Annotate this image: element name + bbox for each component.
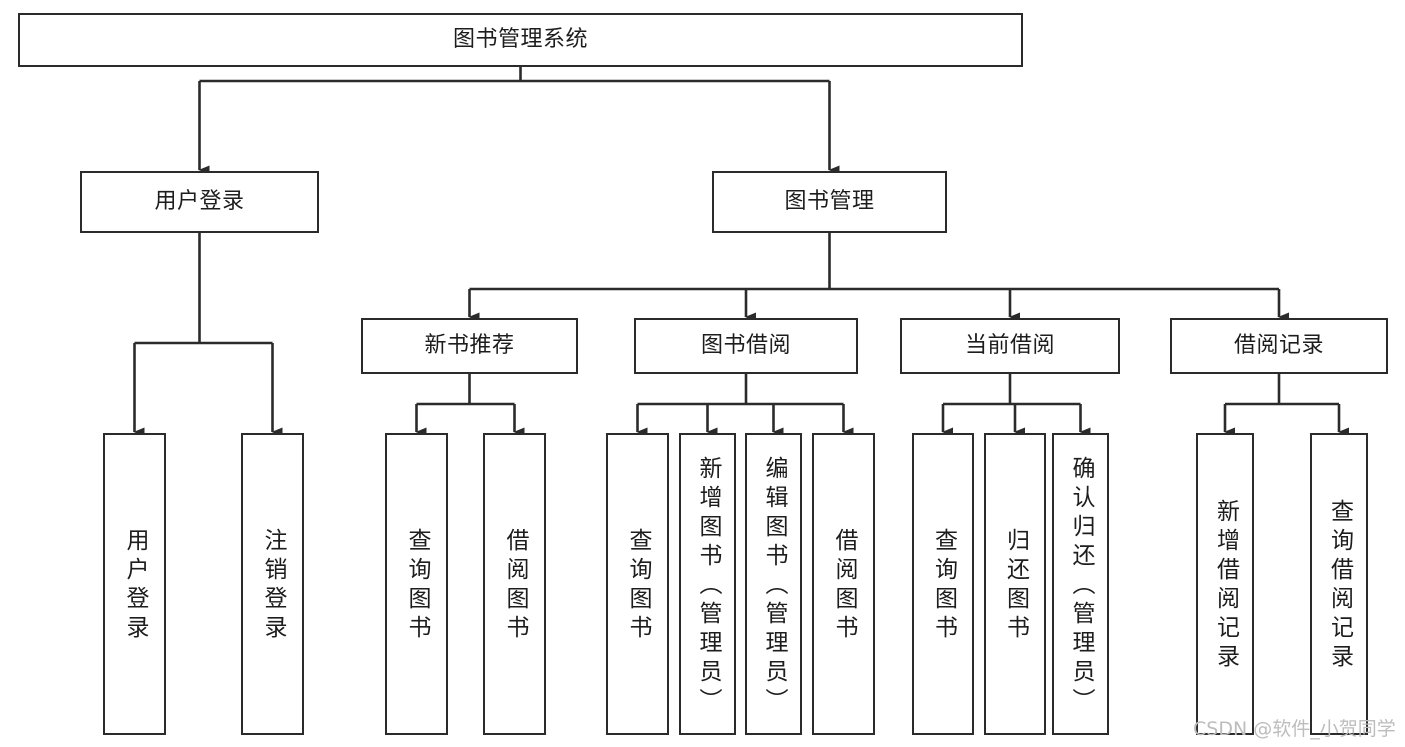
node-label-l-new-1: 查询图书 (404, 528, 430, 644)
node-box-n-current[interactable]: 当前借阅 (900, 318, 1120, 374)
node-label-l-bor-4: 借阅图书 (831, 528, 857, 644)
node-label-n-login: 用户登录 (154, 189, 245, 214)
node-label-n-newrec: 新书推荐 (424, 333, 515, 358)
node-box-root[interactable]: 图书管理系统 (18, 13, 1023, 67)
node-box-l-cur-2[interactable]: 归还图书 (984, 433, 1046, 735)
node-label-l-login-2: 注销登录 (260, 528, 286, 644)
node-box-l-bor-2[interactable]: 新增图书（管理员） (679, 433, 736, 735)
node-box-n-records[interactable]: 借阅记录 (1170, 318, 1388, 374)
node-box-l-new-2[interactable]: 借阅图书 (483, 433, 546, 735)
node-box-l-login-2[interactable]: 注销登录 (241, 433, 304, 735)
node-box-l-new-1[interactable]: 查询图书 (385, 433, 448, 735)
node-box-l-login-1[interactable]: 用户登录 (103, 433, 166, 735)
node-box-n-borrow[interactable]: 图书借阅 (634, 318, 858, 374)
node-label-l-rec-2: 查询借阅记录 (1326, 499, 1353, 673)
node-box-l-cur-3[interactable]: 确认归还（管理员） (1052, 433, 1109, 735)
node-label-l-bor-2: 新增图书（管理员） (695, 456, 721, 717)
node-label-l-cur-3: 确认归还（管理员） (1068, 456, 1094, 717)
node-box-l-rec-2[interactable]: 查询借阅记录 (1310, 433, 1368, 735)
node-label-root: 图书管理系统 (452, 27, 588, 52)
node-box-n-login[interactable]: 用户登录 (80, 171, 319, 233)
node-box-n-newrec[interactable]: 新书推荐 (361, 318, 578, 374)
node-label-n-bookmgr: 图书管理 (784, 189, 875, 214)
node-label-l-login-1: 用户登录 (122, 528, 148, 644)
node-label-l-rec-1: 新增借阅记录 (1212, 499, 1239, 673)
connector-group (133, 67, 1349, 437)
node-label-l-new-2: 借阅图书 (502, 528, 528, 644)
node-box-l-bor-1[interactable]: 查询图书 (606, 433, 669, 735)
node-box-l-bor-3[interactable]: 编辑图书（管理员） (745, 433, 802, 735)
node-box-n-bookmgr[interactable]: 图书管理 (712, 171, 947, 233)
node-box-l-cur-1[interactable]: 查询图书 (912, 433, 974, 735)
node-box-l-rec-1[interactable]: 新增借阅记录 (1196, 433, 1254, 735)
node-label-l-bor-1: 查询图书 (625, 528, 651, 644)
node-label-n-borrow: 图书借阅 (700, 333, 791, 358)
watermark-label: CSDN @软件_小贺同学 (1193, 718, 1396, 740)
node-box-l-bor-4[interactable]: 借阅图书 (812, 433, 875, 735)
node-label-n-current: 当前借阅 (964, 333, 1055, 358)
node-label-l-bor-3: 编辑图书（管理员） (761, 456, 787, 717)
node-label-l-cur-1: 查询图书 (930, 528, 957, 644)
node-label-n-records: 借阅记录 (1233, 333, 1324, 358)
node-label-l-cur-2: 归还图书 (1002, 528, 1029, 644)
